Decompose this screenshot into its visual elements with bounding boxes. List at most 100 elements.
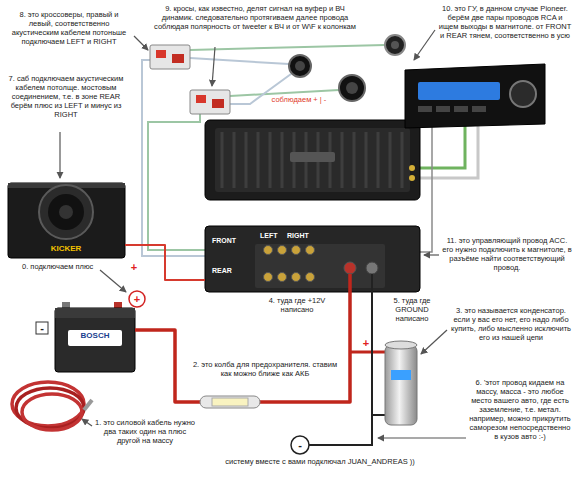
crossover (172, 54, 184, 63)
callout-note: 0. подключаем плюс (22, 262, 122, 271)
callout-note: 8. это кроссоверы, правый и левый, соотв… (8, 10, 130, 46)
speaker (289, 55, 311, 77)
subwoofer (48, 194, 84, 230)
text-anchor: 3. это называется конденсатор. если у ва… (450, 306, 572, 342)
polarity-sign: + (130, 293, 144, 305)
rca-cable (420, 126, 478, 178)
amplifier-side (255, 244, 385, 288)
text-anchor: 6. 'этот провод кидаем на массу, масса -… (468, 378, 572, 441)
text-anchor: KICKER (40, 244, 92, 254)
channel-label: RIGHT (287, 231, 317, 240)
speaker (385, 35, 405, 55)
acc-wire (420, 126, 432, 252)
fuse-holder (212, 398, 248, 406)
polarity-sign: + (360, 337, 372, 349)
rca-cable (420, 126, 465, 168)
rca-cable (420, 126, 478, 178)
head-unit (454, 106, 468, 112)
callout-note: 7. саб подключаем акустическим кабелем п… (5, 74, 127, 119)
brand-logo: BOSCH (68, 331, 122, 341)
amplifier-side (292, 273, 301, 282)
text-anchor: систему вместе с вами подключал JUAN_AND… (200, 457, 440, 466)
amplifier-side (292, 246, 301, 255)
battery (55, 308, 135, 372)
speaker-wire (142, 60, 205, 256)
head-unit (510, 81, 536, 107)
subwoofer (8, 183, 125, 258)
text-anchor: 10. это ГУ, в данном случае Pioneer. бер… (438, 4, 572, 40)
amplifier-top (409, 165, 415, 171)
speaker (295, 61, 305, 71)
capacitor (385, 345, 417, 425)
head-unit (405, 64, 545, 128)
text-anchor: BOSCH (68, 331, 122, 341)
subwoofer (59, 205, 73, 219)
ground-wire (291, 436, 309, 454)
crossover (190, 90, 230, 114)
amplifier-body: FRONT LEFTRIGHT REAR (205, 226, 420, 292)
crossover (150, 45, 230, 114)
crossover (156, 50, 166, 58)
amplifier-side (264, 273, 273, 282)
head-unit (418, 82, 500, 100)
power-cable-coil (12, 382, 92, 430)
speaker (346, 82, 358, 94)
text-anchor: 9. кросы, как известно, делят сигнал на … (150, 4, 360, 31)
speaker (391, 41, 399, 49)
battery (129, 291, 145, 307)
amplifier-top (205, 120, 420, 200)
text-anchor: 5. туда где GROUND написано (378, 296, 446, 323)
capacitor (350, 351, 385, 354)
author-credit: систему вместе с вами подключал JUAN_AND… (200, 457, 440, 466)
capacitor (372, 414, 385, 416)
power-cable-coil (22, 394, 82, 430)
amplifier-side (278, 273, 287, 282)
fuse-holder (200, 396, 260, 408)
text-anchor: + (130, 293, 144, 305)
channel-label: LEFT (260, 231, 284, 240)
text-anchor: REAR (212, 266, 246, 275)
speaker-wire (148, 114, 205, 250)
text-anchor: 1. это силовой кабель нужно два таких од… (95, 418, 195, 445)
speaker-wire (125, 245, 205, 280)
fuse-holder (200, 396, 260, 408)
polarity-sign: - (293, 439, 307, 451)
text-anchor: - (36, 322, 48, 334)
callout-note: 9. кросы, как известно, делят сигнал на … (150, 4, 360, 31)
speaker (289, 35, 405, 101)
amplifier-side (264, 246, 273, 255)
amplifier-side (366, 262, 378, 274)
callout-note: 3. это называется конденсатор. если у ва… (450, 306, 572, 342)
callout-note: 6. 'этот провод кидаем на массу, масса -… (468, 378, 572, 441)
text-anchor: 8. это кроссоверы, правый и левый, соотв… (8, 10, 130, 46)
leader-arrow (100, 270, 126, 292)
callout-note: 10. это ГУ, в данном случае Pioneer. бер… (438, 4, 572, 40)
crossover (196, 95, 206, 103)
battery (55, 308, 135, 318)
acc-wire (420, 126, 432, 252)
capacitor (385, 341, 417, 349)
speaker-wire (190, 45, 385, 50)
amplifier-side (205, 226, 420, 292)
speaker (339, 75, 365, 101)
amplifier-side (344, 262, 356, 274)
amplifier-top (222, 132, 402, 188)
channel-label: REAR (212, 266, 246, 275)
leader-arrow (378, 437, 466, 438)
crossover (212, 99, 224, 108)
amplifier-top (290, 152, 335, 162)
leader-arrow (60, 30, 466, 438)
head-unit (472, 106, 486, 112)
text-anchor: - (293, 439, 307, 451)
text-anchor: 11. это управляющий провод ACC. его нужн… (442, 236, 572, 272)
crossover (150, 45, 190, 69)
polarity-sign: - (36, 322, 48, 334)
text-anchor: LEFT (260, 231, 284, 240)
callout-note: 2. это колба для предохранителя. ставим … (190, 360, 340, 378)
channel-label: FRONT (212, 236, 246, 245)
capacitor (391, 370, 411, 380)
leader-arrow (82, 419, 92, 426)
power-cable-coil (84, 400, 92, 410)
subwoofer (8, 183, 125, 258)
